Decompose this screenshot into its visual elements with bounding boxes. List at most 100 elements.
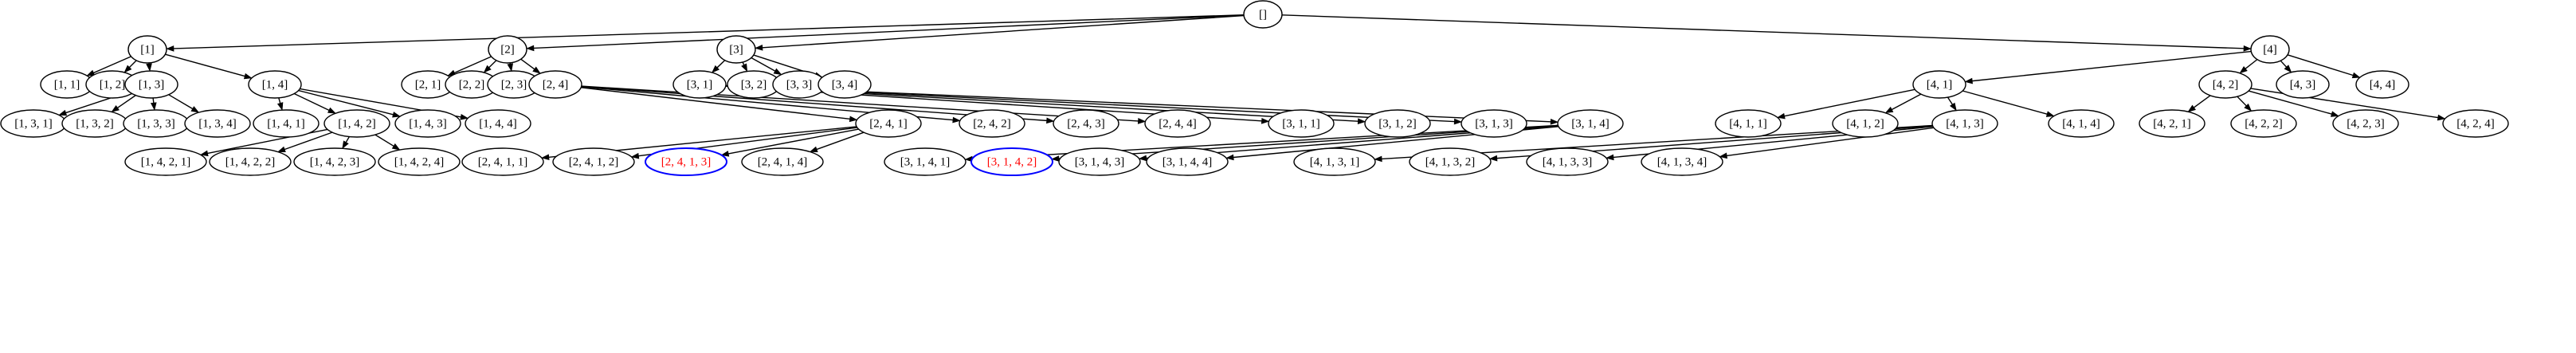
node-ellipse[interactable] xyxy=(124,70,178,99)
node-ellipse[interactable] xyxy=(293,147,376,176)
tree-node[interactable]: [2, 3] xyxy=(487,70,541,99)
tree-node[interactable]: [2, 4, 1, 1] xyxy=(461,147,544,176)
tree-node[interactable]: [2] xyxy=(488,35,527,64)
node-ellipse[interactable] xyxy=(488,35,527,64)
node-ellipse[interactable] xyxy=(1641,147,1723,176)
tree-node[interactable]: [1, 4] xyxy=(248,70,302,99)
node-ellipse[interactable] xyxy=(528,70,582,99)
node-ellipse[interactable] xyxy=(552,147,635,176)
node-ellipse[interactable] xyxy=(741,147,824,176)
node-ellipse[interactable] xyxy=(1526,147,1609,176)
node-ellipse[interactable] xyxy=(1053,109,1119,138)
tree-node[interactable]: [3, 1, 4, 2] xyxy=(970,147,1053,176)
tree-node[interactable]: [4, 2, 1] xyxy=(2139,109,2205,138)
tree-node[interactable]: [4] xyxy=(2250,35,2290,64)
tree-node[interactable]: [3, 1, 2] xyxy=(1364,109,1431,138)
node-ellipse[interactable] xyxy=(2048,109,2115,138)
tree-node[interactable]: [3, 3] xyxy=(772,70,826,99)
tree-node[interactable]: [3, 1, 4, 1] xyxy=(884,147,966,176)
node-ellipse[interactable] xyxy=(1146,147,1229,176)
tree-node[interactable]: [1, 4, 4] xyxy=(465,109,531,138)
tree-node[interactable]: [3, 4] xyxy=(817,70,872,99)
node-ellipse[interactable] xyxy=(2332,109,2399,138)
node-ellipse[interactable] xyxy=(884,147,966,176)
node-ellipse[interactable] xyxy=(1268,109,1335,138)
node-ellipse[interactable] xyxy=(124,147,207,176)
tree-node[interactable]: [4, 1, 3, 3] xyxy=(1526,147,1609,176)
tree-node[interactable]: [2, 1] xyxy=(401,70,455,99)
node-ellipse[interactable] xyxy=(2442,109,2509,138)
tree-node[interactable]: [4, 1, 3] xyxy=(1931,109,1998,138)
tree-node[interactable]: [4, 1, 4] xyxy=(2048,109,2115,138)
node-ellipse-highlighted[interactable] xyxy=(970,147,1053,176)
node-ellipse[interactable] xyxy=(1409,147,1492,176)
tree-node[interactable]: [2, 4, 1, 2] xyxy=(552,147,635,176)
tree-node[interactable]: [2, 4, 2] xyxy=(959,109,1025,138)
node-ellipse[interactable] xyxy=(2276,70,2330,99)
node-ellipse[interactable] xyxy=(1931,109,1998,138)
tree-node[interactable]: [1, 3, 4] xyxy=(184,109,251,138)
tree-node[interactable]: [4, 2, 4] xyxy=(2442,109,2509,138)
node-ellipse[interactable] xyxy=(1144,109,1211,138)
node-ellipse[interactable] xyxy=(323,109,390,138)
tree-node[interactable]: [1, 3, 3] xyxy=(123,109,190,138)
tree-node[interactable]: [1, 1] xyxy=(40,70,94,99)
node-ellipse[interactable] xyxy=(855,109,922,138)
node-ellipse[interactable] xyxy=(378,147,461,176)
tree-node[interactable]: [4, 1, 3, 4] xyxy=(1641,147,1723,176)
node-ellipse[interactable] xyxy=(817,70,872,99)
tree-node[interactable]: [4, 1] xyxy=(1912,70,1966,99)
tree-node[interactable]: [1, 3] xyxy=(124,70,178,99)
tree-node[interactable]: [1, 4, 2, 1] xyxy=(124,147,207,176)
node-ellipse[interactable] xyxy=(1364,109,1431,138)
tree-node[interactable]: [4, 1, 2] xyxy=(1832,109,1899,138)
tree-node[interactable]: [4, 1, 3, 2] xyxy=(1409,147,1492,176)
tree-node[interactable]: [1, 3, 2] xyxy=(61,109,128,138)
tree-node[interactable]: [3, 1] xyxy=(672,70,727,99)
node-ellipse[interactable] xyxy=(1293,147,1376,176)
tree-node[interactable]: [1, 4, 2, 4] xyxy=(378,147,461,176)
tree-node[interactable]: [3, 1, 1] xyxy=(1268,109,1335,138)
tree-node[interactable]: [3, 1, 4, 4] xyxy=(1146,147,1229,176)
node-ellipse[interactable] xyxy=(1715,109,1782,138)
tree-node[interactable]: [4, 2, 3] xyxy=(2332,109,2399,138)
node-ellipse[interactable] xyxy=(2355,70,2409,99)
tree-node[interactable]: [2, 4, 1] xyxy=(855,109,922,138)
tree-node[interactable]: [4, 1, 3, 1] xyxy=(1293,147,1376,176)
node-ellipse[interactable] xyxy=(672,70,727,99)
node-ellipse[interactable] xyxy=(1243,0,1283,29)
tree-node[interactable]: [4, 3] xyxy=(2276,70,2330,99)
tree-node[interactable]: [1, 4, 3] xyxy=(394,109,461,138)
node-ellipse[interactable] xyxy=(1832,109,1899,138)
node-ellipse[interactable] xyxy=(127,35,167,64)
tree-node[interactable]: [4, 2, 2] xyxy=(2230,109,2297,138)
tree-node[interactable]: [3, 1, 3] xyxy=(1461,109,1527,138)
tree-node[interactable]: [2, 4, 1, 3] xyxy=(645,147,727,176)
tree-node[interactable]: [3, 1, 4] xyxy=(1557,109,1624,138)
tree-node[interactable]: [4, 4] xyxy=(2355,70,2409,99)
tree-node[interactable]: [3, 2] xyxy=(727,70,781,99)
node-ellipse[interactable] xyxy=(184,109,251,138)
node-ellipse[interactable] xyxy=(2198,70,2253,99)
node-ellipse[interactable] xyxy=(394,109,461,138)
tree-node[interactable]: [1, 4, 2, 3] xyxy=(293,147,376,176)
node-ellipse[interactable] xyxy=(461,147,544,176)
tree-node[interactable]: [1, 4, 2] xyxy=(323,109,390,138)
node-ellipse[interactable] xyxy=(253,109,320,138)
node-ellipse[interactable] xyxy=(1557,109,1624,138)
node-ellipse[interactable] xyxy=(248,70,302,99)
node-ellipse-highlighted[interactable] xyxy=(645,147,727,176)
node-ellipse[interactable] xyxy=(1058,147,1141,176)
tree-node[interactable]: [1] xyxy=(127,35,167,64)
tree-node[interactable]: [1, 4, 1] xyxy=(253,109,320,138)
tree-node[interactable]: [3, 1, 4, 3] xyxy=(1058,147,1141,176)
tree-node[interactable]: [2, 4, 4] xyxy=(1144,109,1211,138)
tree-node[interactable]: [2, 4] xyxy=(528,70,582,99)
node-ellipse[interactable] xyxy=(959,109,1025,138)
node-ellipse[interactable] xyxy=(2250,35,2290,64)
tree-node[interactable]: [1, 3, 1] xyxy=(0,109,67,138)
tree-node[interactable]: [1, 4, 2, 2] xyxy=(209,147,292,176)
tree-node[interactable]: [3] xyxy=(716,35,756,64)
tree-node[interactable]: [2, 4, 3] xyxy=(1053,109,1119,138)
tree-node[interactable]: [4, 2] xyxy=(2198,70,2253,99)
